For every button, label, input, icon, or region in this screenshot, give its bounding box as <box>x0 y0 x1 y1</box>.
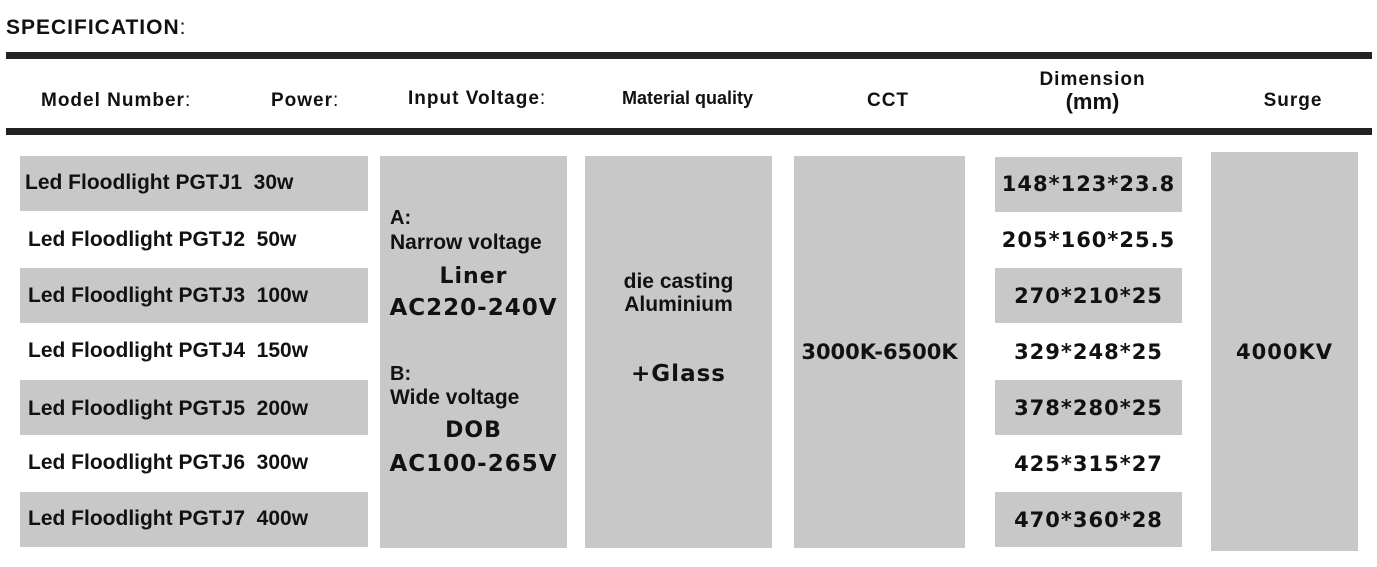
dimension-value: 148*123*23.8 <box>1001 172 1176 196</box>
voltage-b-range: AC100-265V <box>389 451 558 477</box>
header-input-voltage: Input Voltage: <box>408 88 547 109</box>
header-top-rule <box>6 52 1372 59</box>
cct-value: 3000K-6500K <box>801 340 958 364</box>
voltage-a-driver: Liner <box>439 264 508 289</box>
voltage-b-label: B: <box>390 363 412 385</box>
page-title: SPECIFICATION: <box>6 16 187 39</box>
surge-value: 4000KV <box>1236 340 1333 364</box>
model-row-band <box>20 380 368 435</box>
dimension-value: 378*280*25 <box>1014 396 1163 420</box>
table-row-model: Led Floodlight PGTJ7 400w <box>28 507 309 530</box>
table-row-model: Led Floodlight PGTJ5 200w <box>28 397 309 420</box>
header-dimension-label: Dimension <box>1039 69 1146 90</box>
dimension-value: 270*210*25 <box>1014 284 1163 308</box>
cct-cell: 3000K-6500K <box>794 156 965 548</box>
table-row-model: Led Floodlight PGTJ1 30w <box>25 171 294 194</box>
header-dimension: Dimension (mm) <box>995 69 1190 115</box>
header-cct: CCT <box>866 90 910 111</box>
material-quality-cell: die casting Aluminium +Glass <box>585 156 772 548</box>
dimension-row-band <box>995 492 1182 547</box>
dimension-value: 470*360*28 <box>1014 508 1163 532</box>
material-line-2: Aluminium <box>624 293 733 316</box>
material-line-3: +Glass <box>631 361 726 387</box>
model-row-band <box>20 268 368 323</box>
header-model-number: Model Number: <box>41 90 192 111</box>
material-line-1: die casting <box>623 270 734 293</box>
surge-cell: 4000KV <box>1211 152 1358 551</box>
dimension-row-band <box>995 157 1182 212</box>
voltage-a-range: AC220-240V <box>389 295 558 321</box>
header-bottom-rule <box>6 128 1372 135</box>
header-material-quality: Material quality <box>621 88 754 108</box>
header-power: Power: <box>271 90 340 111</box>
table-row-model: Led Floodlight PGTJ4 150w <box>28 339 309 362</box>
voltage-a-label: A: <box>390 207 412 229</box>
header-dimension-unit: (mm) <box>1065 89 1120 114</box>
table-row-model: Led Floodlight PGTJ3 100w <box>28 284 309 307</box>
dimension-row-band <box>995 380 1182 435</box>
table-row-model: Led Floodlight PGTJ6 300w <box>28 451 309 474</box>
model-row-band <box>20 492 368 547</box>
dimension-row-band <box>995 268 1182 323</box>
voltage-a-type: Narrow voltage <box>390 231 542 254</box>
voltage-b-type: Wide voltage <box>390 386 520 409</box>
input-voltage-cell: A: Narrow voltage Liner AC220-240V B: Wi… <box>380 156 567 548</box>
header-surge: Surge <box>1263 90 1323 111</box>
dimension-value: 205*160*25.5 <box>1001 228 1176 252</box>
dimension-value: 329*248*25 <box>1014 340 1163 364</box>
dimension-value: 425*315*27 <box>1014 452 1163 476</box>
model-row-band <box>20 156 368 211</box>
voltage-b-driver: DOB <box>445 418 502 443</box>
table-row-model: Led Floodlight PGTJ2 50w <box>28 228 297 251</box>
